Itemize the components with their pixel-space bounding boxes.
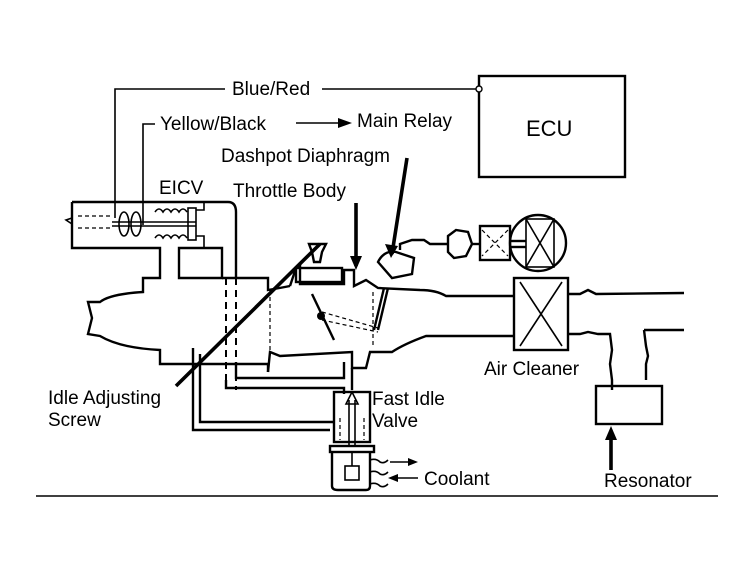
yellow-black-label: Yellow/Black <box>160 114 266 135</box>
idle-adjusting-screw-label-2: Screw <box>48 410 101 431</box>
throttle-body <box>266 261 514 373</box>
eicv-label: EICV <box>159 178 204 199</box>
dashpot-diaphragm-label: Dashpot Diaphragm <box>221 146 390 167</box>
blue-red-label: Blue/Red <box>232 79 310 100</box>
coolant-arrows <box>388 458 418 482</box>
ecu-label: ECU <box>526 116 572 141</box>
dashpot-diaphragm <box>376 224 526 280</box>
eicv-valve <box>64 200 238 280</box>
fast-idle-valve-label-2: Valve <box>372 411 418 432</box>
ecu-box <box>477 74 627 179</box>
yellow-black-wire <box>142 118 352 225</box>
intake-manifold-left <box>86 276 291 372</box>
throttle-body-label: Throttle Body <box>233 181 346 202</box>
fast-idle-valve <box>328 390 389 492</box>
air-cleaner <box>512 276 685 390</box>
bypass-hoses <box>191 348 354 432</box>
fast-idle-valve-label-1: Fast Idle <box>372 389 445 410</box>
blue-red-wire <box>114 85 483 218</box>
coolant-label: Coolant <box>424 469 490 490</box>
air-cleaner-label: Air Cleaner <box>484 359 580 380</box>
resonator-label: Resonator <box>604 471 692 492</box>
round-filter <box>508 213 568 273</box>
idle-adjusting-screw-label-1: Idle Adjusting <box>48 388 161 409</box>
dashpot-pointer <box>390 157 409 255</box>
main-relay-label: Main Relay <box>357 111 453 132</box>
resonator <box>594 384 664 426</box>
